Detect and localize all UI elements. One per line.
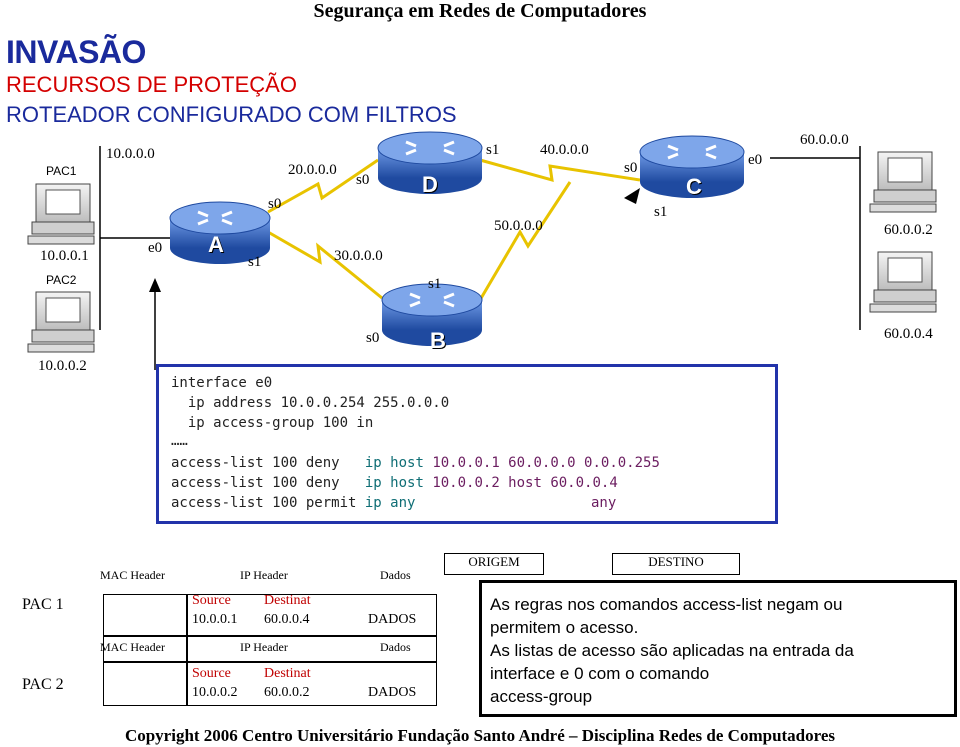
a-s1-label: s1: [248, 254, 262, 270]
a-s0-label: s0: [268, 196, 282, 212]
router-c: [639, 135, 745, 198]
main-title: INVASÃO: [6, 34, 146, 70]
pac1-destinat-header: Destinat: [264, 593, 311, 608]
b-s1-label: s1: [428, 276, 442, 292]
pac2-source-header: Source: [192, 666, 231, 681]
note-line-2: permitem o acesso.: [490, 618, 639, 637]
c-s1-label: s1: [654, 204, 668, 220]
c-e0-label: e0: [748, 152, 763, 168]
serial-a-d: [267, 158, 379, 214]
note-line-5: access-group: [490, 687, 593, 706]
pac2-mac-header-label: MAC Header: [100, 640, 165, 654]
pac2-data: DADOS: [368, 685, 417, 700]
net-20-label: 20.0.0.0: [288, 162, 337, 178]
config-interface-line: interface e0: [171, 375, 273, 391]
router-a: [169, 201, 271, 264]
router-a-label: A: [208, 232, 224, 257]
b-s0-label: s0: [366, 330, 380, 346]
router-config-box: interface e0 ip address 10.0.0.254 255.0…: [156, 364, 778, 524]
pac2-destinat-header: Destinat: [264, 666, 311, 681]
pac2-src-ip: 10.0.0.2: [192, 685, 238, 700]
pc-60-4: [869, 251, 937, 313]
serial-a-b: [267, 230, 383, 300]
net-10-label: 10.0.0.0: [106, 146, 155, 162]
pac2-dst-ip: 60.0.0.2: [264, 685, 310, 700]
net-50-label: 50.0.0.0: [494, 218, 543, 234]
note-line-1: As regras nos comandos access-list negam…: [490, 595, 843, 614]
host-10-2-label: 10.0.0.2: [38, 358, 87, 374]
pac1-mac-header-label: MAC Header: [100, 568, 165, 582]
net-30-label: 30.0.0.0: [334, 248, 383, 264]
copyright-footer: Copyright 2006 Centro Universitário Fund…: [124, 726, 836, 745]
explanation-note: As regras nos comandos access-list negam…: [479, 580, 957, 717]
d-s1-label: s1: [486, 142, 500, 158]
subtitle-router-filters: ROTEADOR CONFIGURADO COM FILTROS: [6, 102, 457, 127]
acl-rule-2: access-list 100 deny ip host 10.0.0.2 ho…: [171, 475, 618, 491]
origem-box: ORIGEM: [444, 553, 544, 575]
acl-rule-1: access-list 100 deny ip host 10.0.0.1 60…: [171, 455, 660, 471]
pc-60-2: [869, 151, 937, 213]
net-40-label: 40.0.0.0: [540, 142, 589, 158]
router-c-label: C: [686, 174, 702, 199]
pac1-ip-header-label: IP Header: [240, 568, 288, 582]
host-60-4-label: 60.0.0.4: [884, 326, 933, 342]
router-d-label: D: [422, 172, 438, 197]
router-b: [381, 283, 483, 346]
pac2-row-label: PAC 2: [22, 676, 64, 693]
pc-pac1: [27, 183, 95, 245]
pac1-row-label: PAC 1: [22, 596, 64, 613]
host-10-1-label: 10.0.0.1: [40, 248, 89, 264]
packet-table: [103, 594, 437, 706]
pac2-dados-label: Dados: [380, 640, 411, 654]
serial-b-c: [478, 181, 572, 301]
host-pac1-label: PAC1: [46, 164, 77, 178]
config-ellipsis-line: ……: [171, 433, 188, 449]
router-d: [377, 131, 483, 194]
router-b-label: B: [430, 328, 446, 353]
config-ip-address-line: ip address 10.0.0.254 255.0.0.0: [171, 395, 450, 411]
a-e0-label: e0: [148, 240, 163, 256]
pac1-src-ip: 10.0.0.1: [192, 612, 238, 627]
course-title: Segurança em Redes de Computadores: [313, 0, 647, 22]
host-pac2-label: PAC2: [46, 273, 77, 287]
pac1-source-header: Source: [192, 593, 231, 608]
pac1-dst-ip: 60.0.0.4: [264, 612, 310, 627]
destino-box: DESTINO: [612, 553, 740, 575]
note-line-4: interface e 0 com o comando: [490, 664, 710, 683]
host-60-2-label: 60.0.0.2: [884, 222, 933, 238]
d-s0-label: s0: [356, 172, 370, 188]
note-line-3: As listas de acesso são aplicadas na ent…: [490, 641, 854, 660]
c-s0-pointer: [624, 188, 640, 204]
pac1-dados-label: Dados: [380, 568, 411, 582]
c-s0-label: s0: [624, 160, 638, 176]
config-access-group-line: ip access-group 100 in: [171, 415, 374, 431]
subtitle-protection: RECURSOS DE PROTEÇÃO: [6, 72, 297, 97]
pac1-data: DADOS: [368, 612, 417, 627]
pac2-ip-header-label: IP Header: [240, 640, 288, 654]
pc-pac2: [27, 291, 95, 353]
net-60-label: 60.0.0.0: [800, 132, 849, 148]
serial-d-c: [479, 158, 641, 183]
